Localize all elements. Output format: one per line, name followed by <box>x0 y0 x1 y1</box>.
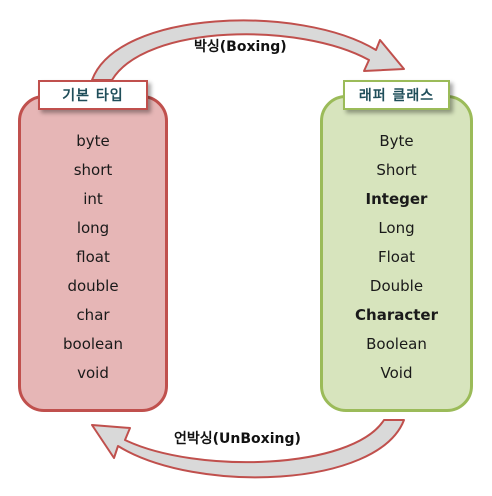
unboxing-label: 언박싱(UnBoxing) <box>174 431 301 447</box>
wrapper-class-item: Long <box>378 219 415 237</box>
wrapper-class-item: Boolean <box>366 335 427 353</box>
primitive-type-item: short <box>73 161 113 179</box>
primitive-types-list: byte short int long float double char bo… <box>18 127 168 388</box>
primitive-type-item: int <box>83 190 103 208</box>
primitive-type-item: byte <box>76 132 110 150</box>
wrapper-class-item: Integer <box>365 190 428 208</box>
wrapper-class-item: Byte <box>379 132 414 150</box>
primitive-types-panel <box>18 95 168 412</box>
wrapper-classes-title: 래퍼 클래스 <box>343 80 450 110</box>
wrapper-classes-list: Byte Short Integer Long Float Double Cha… <box>320 127 473 388</box>
primitive-type-item: boolean <box>63 335 123 353</box>
primitive-type-item: double <box>67 277 119 295</box>
wrapper-class-item: Void <box>380 364 413 382</box>
primitive-type-item: long <box>76 219 110 237</box>
primitive-types-title: 기본 타입 <box>38 80 148 110</box>
primitive-type-item: float <box>76 248 110 266</box>
primitive-type-item: char <box>76 306 110 324</box>
wrapper-class-item: Character <box>355 306 438 324</box>
wrapper-class-item: Double <box>369 277 424 295</box>
primitive-type-item: void <box>77 364 109 382</box>
boxing-arrow <box>91 19 405 81</box>
unboxing-arrow <box>91 419 405 479</box>
wrapper-class-item: Short <box>376 161 417 179</box>
wrapper-class-item: Float <box>377 248 416 266</box>
boxing-label: 박싱(Boxing) <box>194 39 287 55</box>
wrapper-classes-panel <box>320 95 473 412</box>
